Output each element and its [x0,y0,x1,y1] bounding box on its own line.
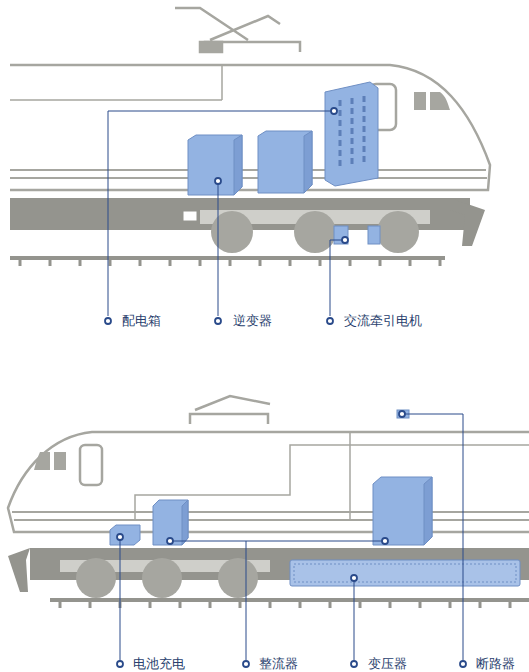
part-label: 交流牵引电机 [343,313,423,328]
leader-lines [108,111,463,660]
part-label: 变压器 [367,656,408,671]
part-label: 断路器 [475,656,516,671]
upper-locomotive [10,8,490,190]
part-label: 配电箱 [121,313,162,328]
upper-components [188,82,380,244]
lower-components [110,410,520,586]
lower-locomotive [8,396,529,532]
part-label: 逆变器 [232,313,273,328]
upper-running-gear [10,198,485,266]
part-label: 电池充电 [132,656,186,671]
part-label: 整流器 [258,656,299,671]
leader-dots [105,108,466,667]
lower-running-gear [8,548,529,608]
